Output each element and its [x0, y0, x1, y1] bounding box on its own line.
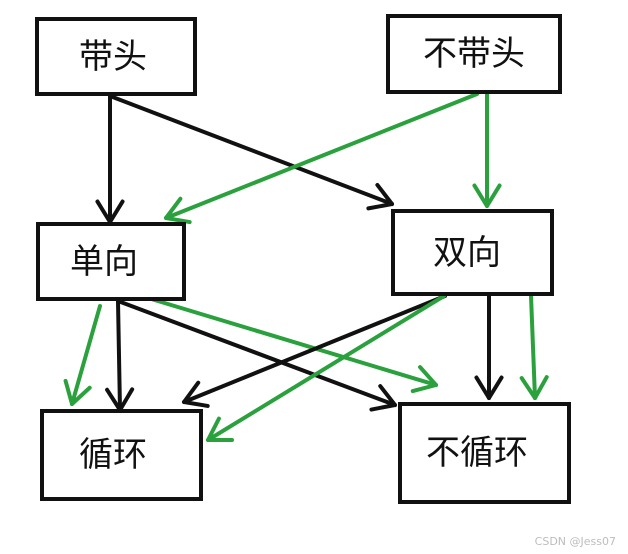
node-xunhuan: 循环: [40, 409, 203, 501]
node-daitou: 带头: [35, 17, 197, 96]
edge-danxiang-to-buxunhuan-green: [146, 296, 438, 394]
node-xunhuan-label: 循环: [79, 435, 147, 475]
edge-budaitou-to-shuangxiang-green: [472, 92, 502, 208]
edge-daitou-to-danxiang-black: [95, 94, 125, 224]
node-budaitou: 不带头: [386, 14, 562, 94]
node-daitou-label: 带头: [79, 36, 147, 77]
arrowhead: [519, 375, 549, 400]
arrowhead: [366, 182, 394, 211]
edge-shuangxiang-to-buxunhuan-green: [519, 294, 549, 400]
edge-daitou-to-shuangxiang-black: [108, 94, 394, 211]
edge-budaitou-to-danxiang-green: [164, 92, 479, 225]
edge-danxiang-to-buxunhuan-black: [116, 299, 397, 412]
arrowhead: [410, 365, 438, 394]
watermark: CSDN @Jess07: [534, 535, 616, 548]
edge-shuangxiang-to-xunhuan-green: [206, 294, 446, 443]
node-danxiang-label: 单向: [70, 241, 138, 282]
edge-danxiang-to-xunhuan-black: [105, 299, 135, 412]
node-shuangxiang: 双向: [391, 209, 554, 296]
arrowhead: [474, 375, 504, 400]
node-danxiang: 单向: [36, 222, 186, 301]
edge-shuangxiang-to-xunhuan-black: [182, 294, 447, 408]
node-buxunhuan-label: 不循环: [426, 433, 528, 473]
arrowhead: [63, 378, 92, 406]
arrowhead: [164, 196, 192, 225]
node-shuangxiang-label: 双向: [433, 232, 501, 273]
arrowhead: [206, 416, 234, 443]
node-buxunhuan: 不循环: [398, 402, 571, 504]
arrowhead: [369, 384, 397, 412]
edge-danxiang-to-xunhuan-green: [63, 304, 102, 406]
node-budaitou-label: 不带头: [423, 34, 525, 74]
edge-shuangxiang-to-buxunhuan-black: [474, 294, 504, 400]
arrowhead: [182, 380, 210, 408]
arrowhead: [472, 183, 502, 208]
